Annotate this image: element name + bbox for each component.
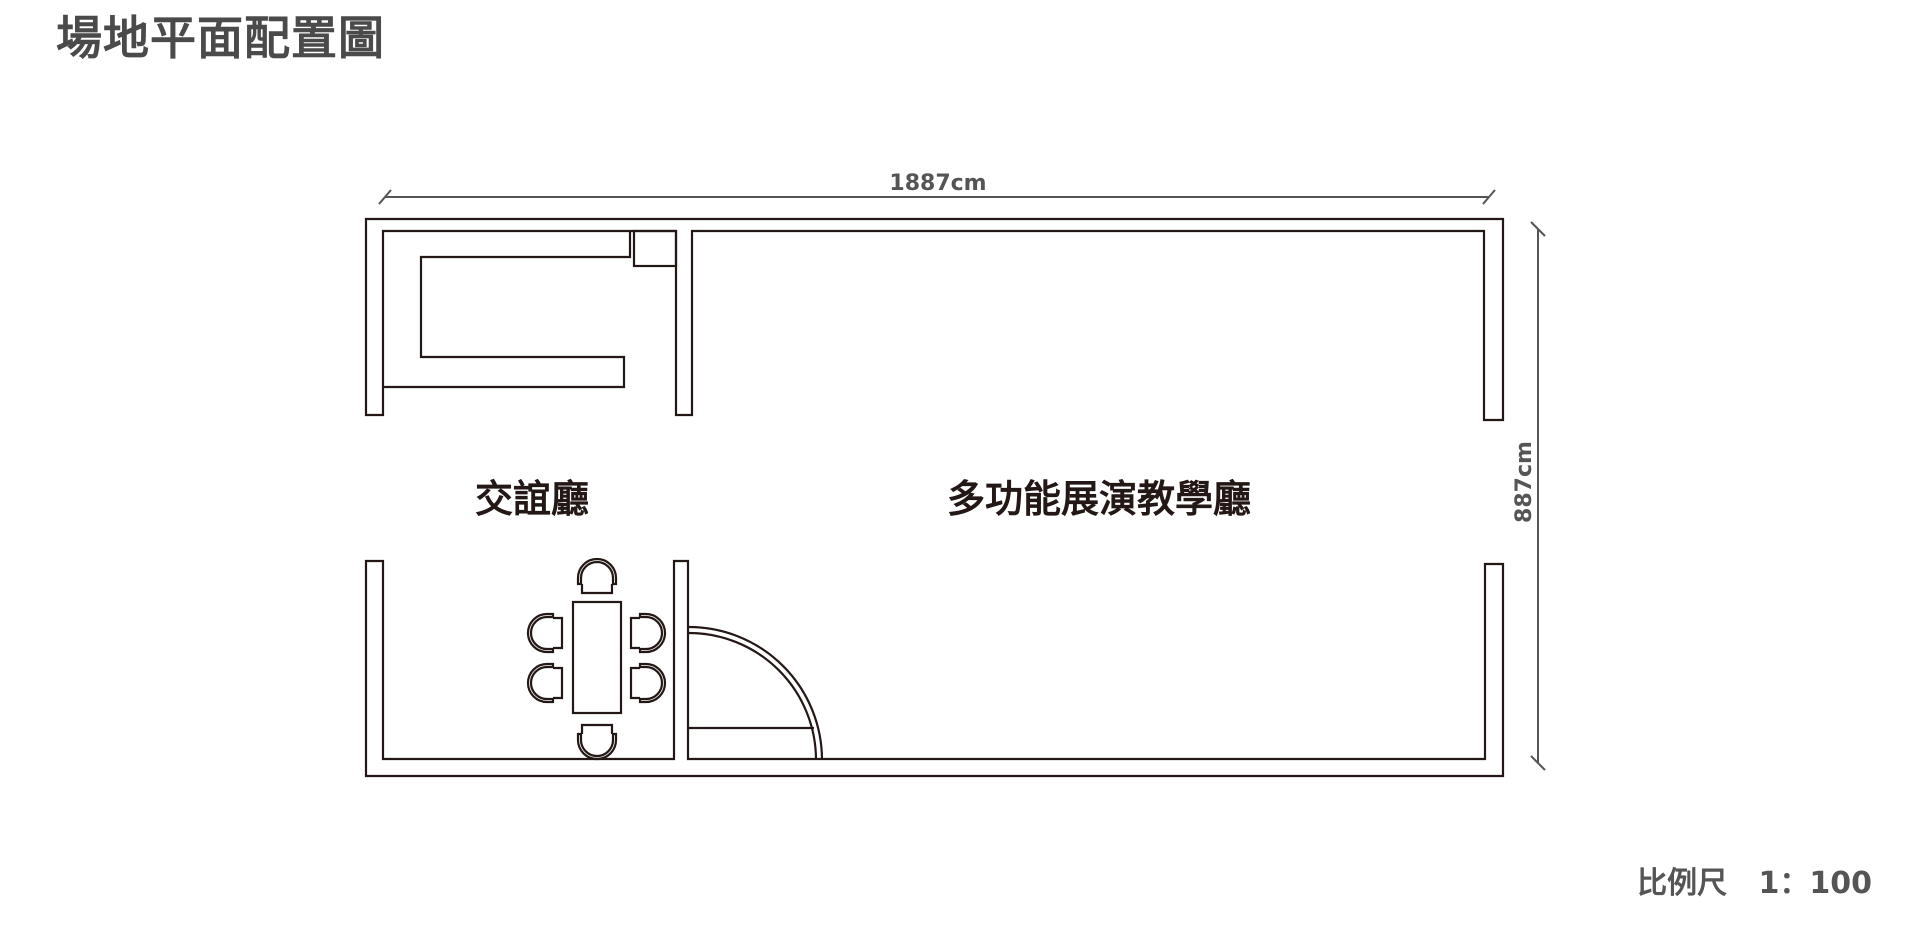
chair-icon — [629, 612, 667, 654]
scale-value: 1：100 — [1758, 866, 1873, 901]
door-swing — [688, 625, 824, 761]
width-label: 1887cm — [889, 171, 986, 196]
height-dimension: 887cm — [1512, 221, 1546, 771]
scale-label: 比例尺 — [1637, 866, 1728, 901]
storage-box — [632, 229, 678, 268]
bar-counter — [383, 229, 678, 389]
width-dimension: 1887cm — [378, 171, 1496, 205]
walls — [364, 217, 1505, 778]
chair-icon — [526, 662, 564, 704]
room-label-multipurpose: 多功能展演教學廳 — [947, 477, 1251, 521]
chair-icon — [576, 557, 618, 595]
height-label: 887cm — [1512, 441, 1537, 523]
scale-indicator: 比例尺 1：100 — [1637, 858, 1872, 902]
chair-icon — [526, 612, 564, 654]
table — [571, 600, 623, 715]
dining-set — [526, 557, 667, 761]
chair-icon — [629, 662, 667, 704]
room-label-lounge: 交誼廳 — [475, 477, 589, 521]
page-title: 場地平面配置圖 — [56, 11, 385, 65]
chair-icon — [576, 723, 618, 761]
